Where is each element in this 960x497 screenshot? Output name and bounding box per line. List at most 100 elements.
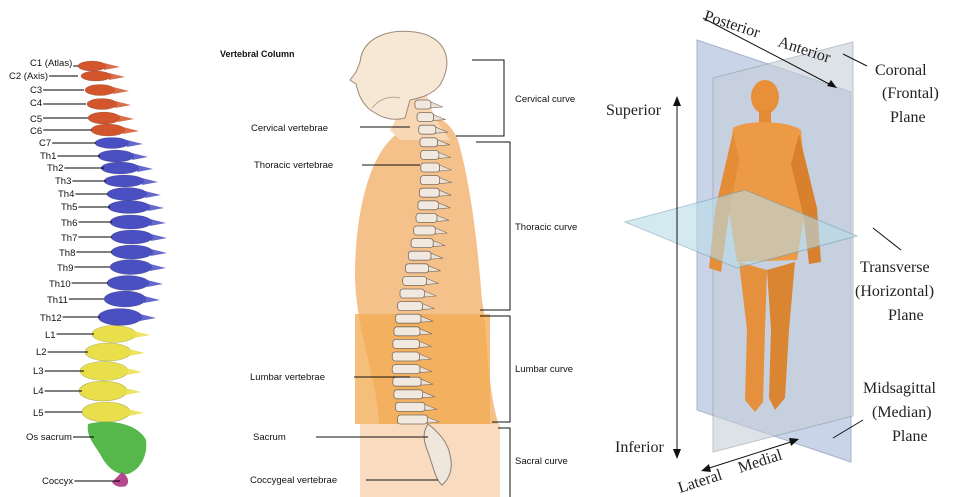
vertebra-bone bbox=[416, 213, 437, 222]
label-th7: Th7 bbox=[61, 233, 77, 244]
label-coccyx: Coccyx bbox=[42, 476, 73, 487]
label-thoracic-curve: Thoracic curve bbox=[515, 222, 577, 233]
vertebra-cervical bbox=[88, 112, 120, 124]
label-os-sacrum: Os sacrum bbox=[26, 432, 72, 443]
superior-arrowhead bbox=[673, 96, 681, 106]
vertebra-cervical bbox=[85, 85, 115, 96]
curve-labels: Cervical curve Thoracic curve Lumbar cur… bbox=[515, 94, 577, 467]
spinous-process bbox=[145, 191, 161, 198]
label-l5: L5 bbox=[33, 408, 44, 419]
spinous-process bbox=[126, 368, 142, 375]
vertebra-thoracic bbox=[111, 230, 153, 244]
vertebra-bone bbox=[400, 289, 424, 298]
label-th12: Th12 bbox=[40, 313, 62, 324]
spinous-process bbox=[115, 101, 131, 108]
label-th3: Th3 bbox=[55, 176, 71, 187]
label-th4: Th4 bbox=[58, 189, 74, 200]
label-cervical-vertebrae: Cervical vertebrae bbox=[251, 123, 328, 134]
spinous-process bbox=[140, 314, 156, 321]
label-midsagittal-1: Midsagittal bbox=[863, 380, 936, 397]
inferior-arrowhead bbox=[673, 449, 681, 459]
vertebra-thoracic bbox=[104, 291, 146, 307]
label-coronal-3: Plane bbox=[890, 109, 926, 126]
label-th2: Th2 bbox=[47, 163, 63, 174]
spinous-process bbox=[123, 127, 139, 134]
label-lateral: Lateral bbox=[676, 466, 725, 496]
label-th8: Th8 bbox=[59, 248, 75, 259]
label-midsagittal-2: (Median) bbox=[872, 404, 932, 421]
vertebra-lumbar bbox=[80, 362, 128, 381]
spinous-process bbox=[104, 63, 120, 70]
spine-labels: C1 (Atlas) C2 (Axis) C3 C4 C5 C6 C7 Th1 … bbox=[9, 58, 77, 487]
vertebra-lumbar bbox=[85, 343, 131, 361]
vertebra-bone bbox=[408, 251, 431, 260]
spinous-process bbox=[431, 102, 443, 108]
vertebra-bone bbox=[420, 176, 439, 185]
label-transverse-3: Plane bbox=[888, 307, 924, 324]
label-coronal-2: (Frontal) bbox=[882, 85, 939, 102]
vertebra-lumbar bbox=[82, 402, 130, 422]
vertebra-thoracic bbox=[107, 188, 147, 201]
label-th1: Th1 bbox=[40, 151, 56, 162]
label-c4: C4 bbox=[30, 98, 42, 109]
sacrum-shape bbox=[88, 422, 147, 475]
vertebra-bone bbox=[420, 138, 438, 147]
spinous-process bbox=[109, 73, 125, 80]
label-l3: L3 bbox=[33, 366, 44, 377]
label-l1: L1 bbox=[45, 330, 56, 341]
vertebra-lumbar bbox=[92, 326, 136, 343]
vertebra-bone bbox=[405, 264, 428, 273]
vertebra-bone bbox=[392, 365, 420, 374]
label-l2: L2 bbox=[36, 347, 47, 358]
label-thoracic-vertebrae: Thoracic vertebrae bbox=[254, 160, 333, 171]
anatomical-planes-panel: Superior Inferior Posterior Anterior Lat… bbox=[605, 0, 960, 497]
vertebral-column-diagram: Vertebral Column Cervical vertebrae Thor… bbox=[210, 0, 605, 497]
spinous-process bbox=[132, 153, 148, 160]
spinous-process bbox=[137, 165, 153, 172]
label-medial: Medial bbox=[736, 446, 785, 476]
label-c3: C3 bbox=[30, 85, 42, 96]
spinous-process bbox=[128, 409, 144, 416]
label-c2: C2 (Axis) bbox=[9, 71, 48, 82]
vertebra-cervical bbox=[91, 124, 125, 136]
spinous-process bbox=[144, 296, 160, 303]
vertebra-lumbar bbox=[79, 381, 127, 401]
vertebra-cervical bbox=[78, 61, 106, 71]
spinous-process bbox=[150, 264, 166, 271]
spinous-process bbox=[127, 140, 143, 147]
label-c7: C7 bbox=[39, 138, 51, 149]
label-cervical-curve: Cervical curve bbox=[515, 94, 575, 105]
spine-vertebrae bbox=[78, 61, 167, 487]
label-c5: C5 bbox=[30, 114, 42, 125]
label-transverse-1: Transverse bbox=[860, 259, 930, 276]
vertebra-bone bbox=[403, 276, 427, 285]
spinous-process bbox=[148, 204, 164, 211]
vertebra-cervical bbox=[81, 71, 111, 81]
spinous-process bbox=[150, 219, 166, 226]
vertebra-bone bbox=[417, 113, 434, 122]
label-th5: Th5 bbox=[61, 202, 77, 213]
label-midsagittal-3: Plane bbox=[892, 428, 928, 445]
spinous-process bbox=[147, 280, 163, 287]
label-th10: Th10 bbox=[49, 279, 71, 290]
vertebral-left-labels: Cervical vertebrae Thoracic vertebrae Lu… bbox=[250, 123, 337, 486]
vertebra-thoracic bbox=[104, 175, 144, 187]
vertebra-bone bbox=[393, 377, 421, 386]
vertebra-bone bbox=[394, 327, 420, 336]
label-sacral-curve: Sacral curve bbox=[515, 456, 568, 467]
vertebra-bone bbox=[393, 339, 420, 348]
label-posterior: Posterior bbox=[702, 8, 763, 42]
colored-spine-panel: C1 (Atlas) C2 (Axis) C3 C4 C5 C6 C7 Th1 … bbox=[0, 0, 210, 497]
vertebra-bone bbox=[394, 390, 423, 399]
vertebra-bone bbox=[398, 302, 423, 311]
label-c1: C1 (Atlas) bbox=[30, 58, 72, 69]
vertebra-bone bbox=[419, 125, 436, 134]
vertebra-thoracic bbox=[95, 138, 129, 149]
vertebra-thoracic bbox=[110, 260, 152, 275]
label-l4: L4 bbox=[33, 386, 44, 397]
anatomical-planes-diagram: Superior Inferior Posterior Anterior Lat… bbox=[605, 0, 960, 497]
label-lumbar-curve: Lumbar curve bbox=[515, 364, 573, 375]
vertebra-bone bbox=[415, 100, 431, 109]
label-th6: Th6 bbox=[61, 218, 77, 229]
spinous-process bbox=[118, 115, 134, 122]
